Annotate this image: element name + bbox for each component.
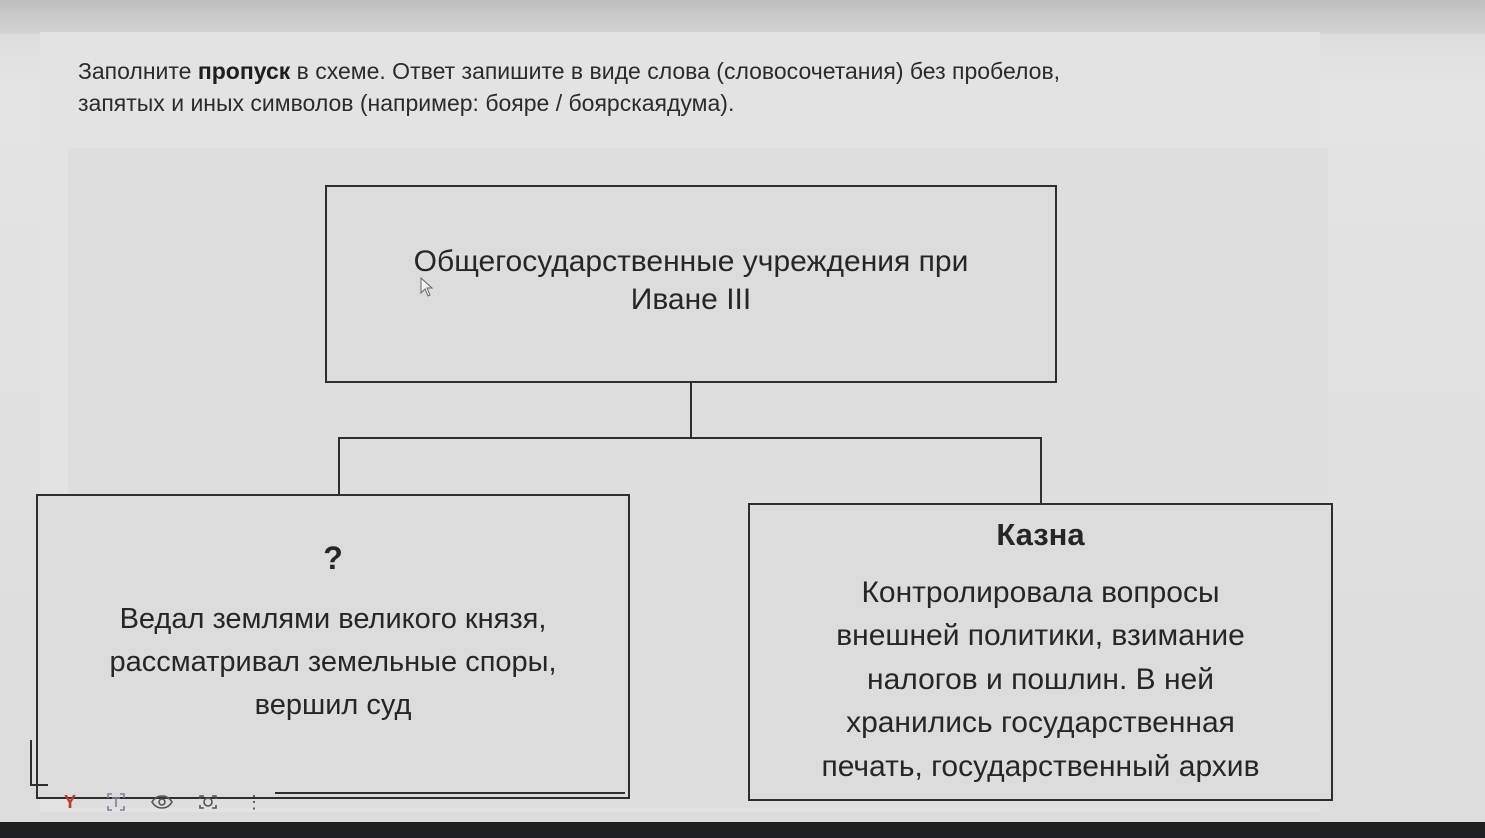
missing-title: ? xyxy=(323,539,343,576)
right-desc-line: хранились государственная xyxy=(846,706,1235,739)
right-desc-line: Контролировала вопросы xyxy=(861,575,1220,609)
toolbar-divider xyxy=(275,792,625,794)
image-toolbar: Y ⋮ xyxy=(58,790,266,814)
mouse-cursor-icon xyxy=(420,277,434,297)
connector-left-down xyxy=(338,437,340,495)
left-desc-line: рассматривал земельные споры, xyxy=(109,645,557,678)
bottom-edge xyxy=(0,822,1485,838)
root-title-line-2: Иване III xyxy=(630,283,752,316)
yandex-icon[interactable]: Y xyxy=(63,791,76,812)
text-recognition-icon[interactable] xyxy=(104,790,128,814)
right-desc-line: печать, государственный архив xyxy=(821,749,1260,783)
more-vertical-icon[interactable]: ⋮ xyxy=(245,791,263,812)
left-desc-line: Ведал землями великого князя, xyxy=(119,602,547,635)
left-box-missing: ? Ведал землями великого князя, рассматр… xyxy=(36,494,630,799)
right-box-kazna: Казна Контролировала вопросы внешней пол… xyxy=(748,503,1333,801)
image-frame-corner-h xyxy=(30,784,48,786)
connector-right-down xyxy=(1040,437,1042,504)
left-desc-line: вершил суд xyxy=(254,688,412,721)
right-desc-line: налогов и пошлин. В ней xyxy=(867,662,1214,696)
root-box: Общегосударственные учреждения при Иване… xyxy=(325,185,1057,383)
image-frame-corner xyxy=(30,740,32,786)
instruction-bold-word: пропуск xyxy=(197,58,291,84)
connector-root-down xyxy=(690,383,692,439)
lens-search-icon[interactable] xyxy=(196,790,220,814)
browser-top-strip xyxy=(0,0,1485,34)
root-title-line-1: Общегосударственные учреждения при xyxy=(413,245,969,278)
instruction-line-1: Заполните пропуск в схеме. Ответ запишит… xyxy=(78,58,1061,84)
right-desc-line: внешней политики, взимание xyxy=(836,619,1245,652)
instruction-line-2: запятых и иных символов (например: бояре… xyxy=(78,90,735,116)
task-instructions: Заполните пропуск в схеме. Ответ запишит… xyxy=(78,55,1308,119)
connector-horizontal xyxy=(338,437,1042,439)
kazna-title: Казна xyxy=(996,517,1085,552)
eye-icon[interactable] xyxy=(150,790,174,814)
